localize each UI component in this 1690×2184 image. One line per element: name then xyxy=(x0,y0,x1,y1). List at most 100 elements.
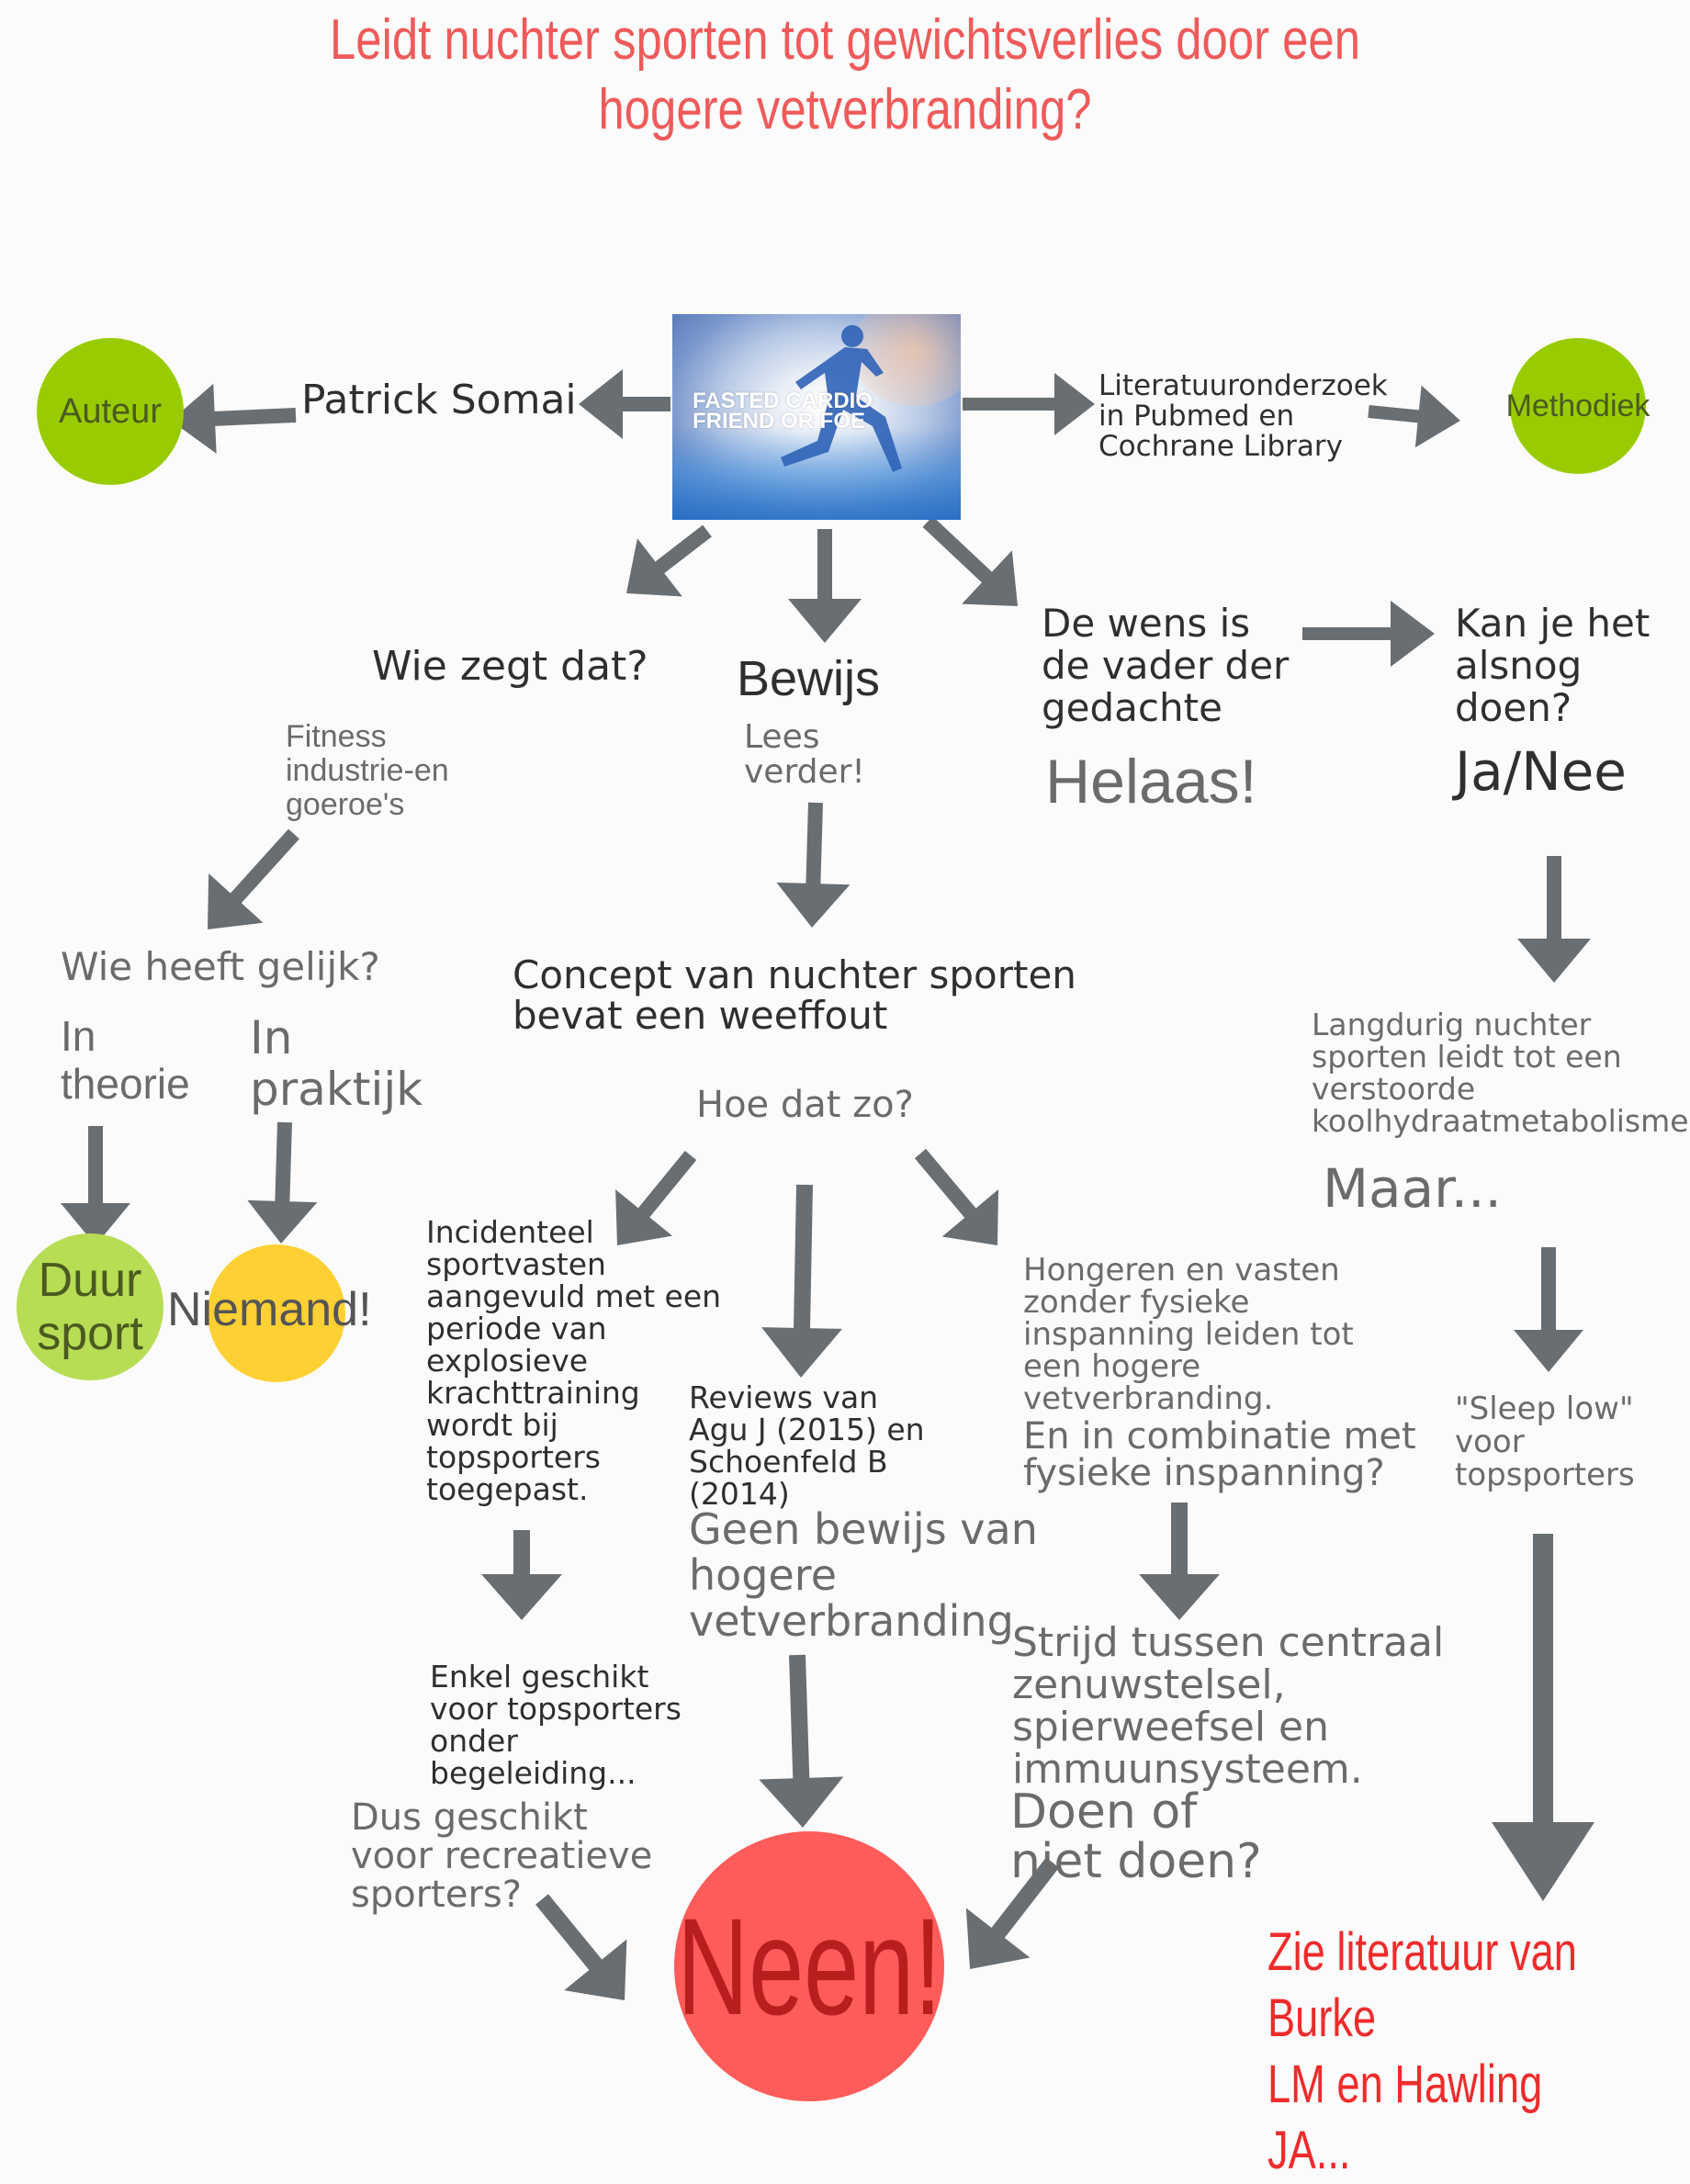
fitness-text: Fitness industrie-en goeroe's xyxy=(286,719,449,822)
arrow-to-strijd-head xyxy=(1139,1574,1220,1620)
strijd-text: Strijd tussen centraal zenuwstelsel, spi… xyxy=(1012,1619,1445,1793)
langdurig-text: Langdurig nuchter sporten leidt tot een … xyxy=(1312,1007,1689,1139)
arrow-to-enkel xyxy=(481,1530,562,1620)
arrow-to-sleep-low xyxy=(1514,1247,1583,1372)
helaas-text: Helaas! xyxy=(1045,747,1257,816)
arrow-to-incidenteel-head xyxy=(615,1189,673,1245)
arrow-to-zie-literatuur xyxy=(1492,1534,1594,1901)
arrow-to-strijd xyxy=(1139,1503,1220,1620)
arrow-to-reviews xyxy=(761,1184,843,1378)
arrow-to-duursport xyxy=(61,1126,130,1245)
arrow-to-neen-right-head xyxy=(965,1908,1031,1969)
arrow-to-wie-heeft-gelijk xyxy=(208,828,299,929)
duursport-circle: Duur sport xyxy=(17,1233,163,1380)
arrow-to-bewijs-head xyxy=(788,599,862,643)
dus-text: Dus geschikt voor recreatieve sporters? xyxy=(351,1796,653,1916)
methodiek-label: Methodiek xyxy=(1505,388,1651,423)
arrow-to-method xyxy=(963,373,1095,435)
page-title: Leidt nuchter sporten tot gewichtsverlie… xyxy=(330,8,1360,141)
arrow-to-wie-heeft-gelijk-head xyxy=(208,873,264,929)
in-praktijk: In praktijk xyxy=(250,1011,423,1116)
neen-label: Neen! xyxy=(676,1888,942,2043)
methodiek-circle: Methodiek xyxy=(1506,338,1650,474)
arrow-to-neen-center-head xyxy=(759,1776,844,1828)
doen-text: Doen of niet doen? xyxy=(1010,1784,1262,1889)
arrow-to-bewijs xyxy=(788,529,862,643)
arrow-to-wens-shaft xyxy=(922,516,994,584)
arrow-to-concept-shaft xyxy=(806,802,823,886)
arrow-to-enkel-head xyxy=(481,1574,562,1620)
arrow-to-author-name xyxy=(579,369,670,439)
method-text: Literatuuronderzoek in Pubmed en Cochran… xyxy=(1098,369,1388,463)
lees-verder: Lees verder! xyxy=(744,718,865,791)
arrow-to-incidenteel xyxy=(615,1150,697,1245)
arrow-to-wens-head xyxy=(962,550,1018,606)
sleep-low-text: "Sleep low" voor topsporters xyxy=(1455,1390,1635,1493)
arrow-to-wens xyxy=(922,516,1018,606)
arrow-to-neen-left xyxy=(535,1894,627,2000)
arrow-to-reviews-shaft xyxy=(793,1184,813,1331)
arrow-to-hongeren-head xyxy=(941,1189,999,1245)
neen-circle: Neen! xyxy=(674,1831,944,2101)
arrow-to-methodiek xyxy=(1368,385,1460,448)
arrow-to-concept-head xyxy=(776,882,851,928)
arrow-to-incidenteel-shaft xyxy=(637,1150,697,1219)
arrow-to-method-head xyxy=(1054,373,1095,435)
arrow-to-neen-left-shaft xyxy=(535,1894,603,1972)
arrow-to-neen-right-shaft xyxy=(990,1857,1060,1940)
arrow-to-author-name-head xyxy=(579,369,623,439)
fasted-cardio-image: FASTED CARDIO FRIEND OR FOE xyxy=(672,314,961,520)
wie-zegt-dat: Wie zegt dat? xyxy=(372,643,648,690)
arrow-to-wie-zegt-head xyxy=(626,538,682,597)
arrow-to-reviews-head xyxy=(761,1327,843,1378)
arrow-to-wie-heeft-gelijk-shaft xyxy=(229,828,299,905)
arrow-wens-to-kan-head xyxy=(1391,601,1435,667)
arrow-to-auteur-head xyxy=(171,383,217,454)
arrow-to-neen-center xyxy=(759,1654,844,1828)
arrow-wens-to-kan xyxy=(1302,601,1435,667)
zie-literatuur-text: Zie literatuur van Burke LM en Hawling J… xyxy=(1268,1922,1577,2180)
niemand-circle xyxy=(208,1244,345,1382)
duursport-label: Duur sport xyxy=(37,1254,143,1360)
combinatie-text: En in combinatie met fysieke inspanning? xyxy=(1023,1415,1416,1494)
niemand-label: Niemand! xyxy=(167,1283,372,1336)
enkel-text: Enkel geschikt voor topsporters onder be… xyxy=(430,1659,682,1791)
arrow-to-hongeren-shaft xyxy=(914,1148,977,1220)
arrow-to-niemand xyxy=(247,1121,318,1244)
arrow-to-wie-zegt xyxy=(626,524,712,597)
maar-text: Maar... xyxy=(1323,1157,1502,1220)
runner-icon xyxy=(781,325,902,472)
arrow-to-wie-zegt-shaft xyxy=(653,524,712,575)
arrow-to-auteur-shaft xyxy=(212,408,297,426)
arrow-to-duursport-head xyxy=(61,1203,130,1245)
concept-text: Concept van nuchter sporten bevat een we… xyxy=(513,952,1076,1038)
arrow-to-methodiek-shaft xyxy=(1368,405,1421,423)
hongeren-text: Hongeren en vasten zonder fysieke inspan… xyxy=(1023,1252,1354,1417)
auteur-label: Auteur xyxy=(59,391,162,431)
hoe-dat-zo: Hoe dat zo? xyxy=(696,1084,914,1126)
wens-text: De wens is de vader der gedachte xyxy=(1042,601,1290,730)
arrow-to-neen-left-head xyxy=(564,1939,627,2000)
arrow-to-concept xyxy=(776,802,851,928)
kan-je-text: Kan je het alsnog doen? xyxy=(1455,601,1651,730)
wie-heeft-gelijk: Wie heeft gelijk? xyxy=(61,944,380,989)
incidenteel-text: Incidenteel sportvasten aangevuld met ee… xyxy=(426,1214,722,1507)
arrow-to-neen-right xyxy=(965,1857,1060,1969)
in-theorie: In theorie xyxy=(61,1012,190,1108)
arrow-to-neen-center-shaft xyxy=(789,1654,810,1781)
arrow-to-niemand-head xyxy=(247,1199,318,1244)
image-caption: FASTED CARDIO FRIEND OR FOE xyxy=(693,388,873,433)
arrow-to-methodiek-head xyxy=(1414,385,1460,448)
auteur-circle: Auteur xyxy=(37,338,184,485)
arrow-to-langdurig-head xyxy=(1517,939,1591,983)
arrow-to-sleep-low-head xyxy=(1514,1330,1583,1372)
arrow-to-zie-literatuur-head xyxy=(1492,1822,1594,1901)
bewijs-heading: Bewijs xyxy=(737,651,881,706)
arrow-to-langdurig xyxy=(1517,856,1591,983)
arrow-to-hongeren xyxy=(914,1148,999,1245)
janee-text: Ja/Nee xyxy=(1455,740,1627,803)
author-name: Patrick Somai xyxy=(301,377,577,423)
arrow-to-auteur xyxy=(171,383,297,454)
arrow-to-niemand-shaft xyxy=(275,1121,292,1204)
